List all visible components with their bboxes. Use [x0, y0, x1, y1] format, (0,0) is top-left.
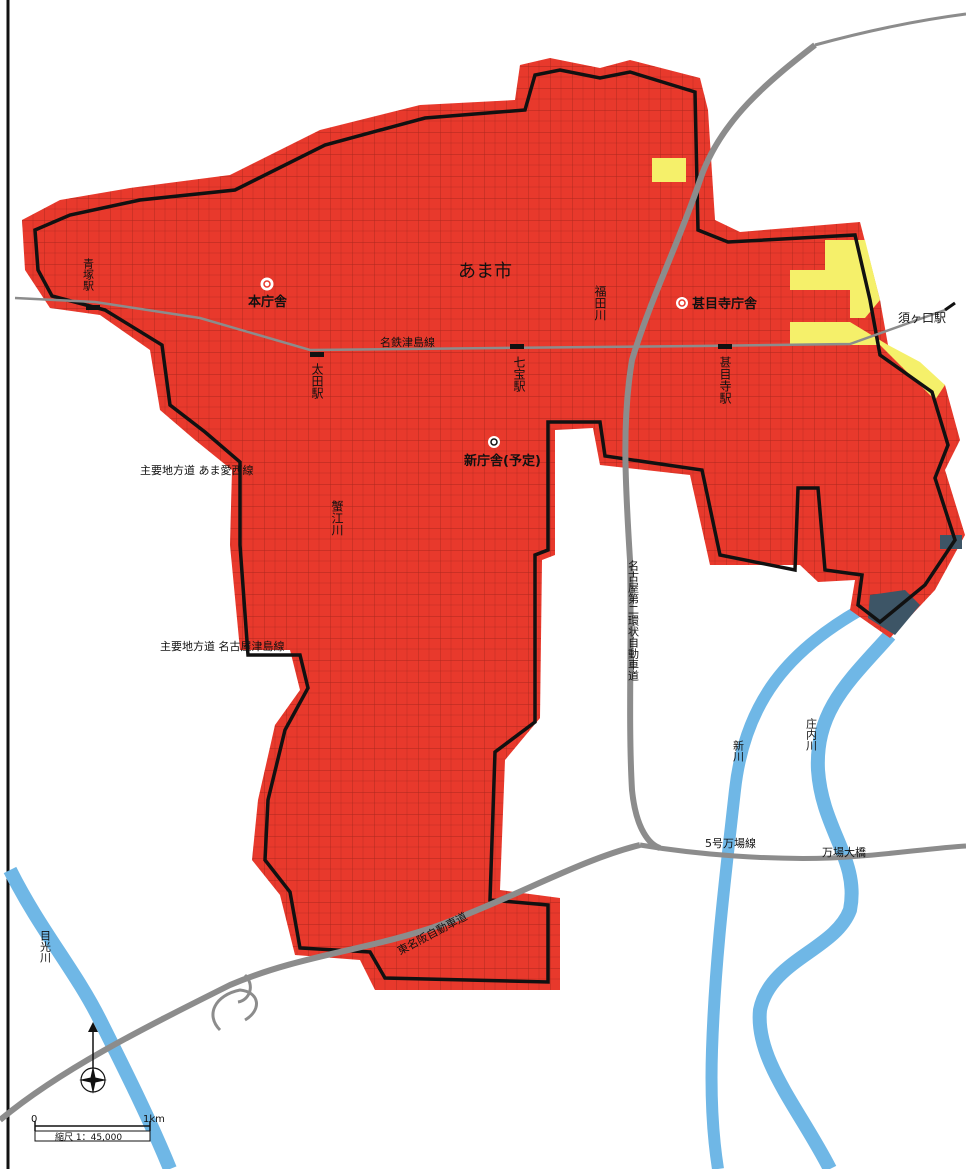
low-risk-zone	[790, 240, 880, 318]
scale-ratio-label: 縮尺 1：45,000	[55, 1131, 122, 1143]
shippo-station-label: 七宝駅	[512, 356, 526, 393]
fukuda-river-label: 福田川	[593, 284, 607, 321]
low-risk-zone	[652, 158, 686, 182]
jimokuji-office-label: 甚目寺庁舎	[692, 296, 758, 312]
rail-line-label: 名鉄津島線	[380, 335, 435, 349]
expressway-shape	[0, 842, 641, 1123]
ring-expressway-shape	[622, 42, 817, 851]
rail-line-shape	[14, 296, 946, 352]
city-label: あま市	[458, 261, 512, 282]
jimokuji-station-label: 甚目寺駅	[718, 356, 732, 405]
low-risk-zone	[790, 322, 945, 400]
shin-river-shape	[705, 604, 863, 1169]
map-labels: あま市 本庁舎 甚目寺庁舎 新庁舎(予定) 名鉄津島線 青塚駅 太田駅 七宝駅 …	[39, 258, 947, 963]
nikko-river-label: 目光川	[39, 930, 52, 963]
station-marker-ota	[310, 352, 324, 357]
aotsuka-station-label: 青塚駅	[82, 258, 95, 292]
north-arrow-icon	[79, 1022, 107, 1094]
high-risk-zone	[940, 535, 962, 549]
scale-start-label: 0	[31, 1114, 37, 1125]
shonai-river-shape	[752, 630, 896, 1169]
station-marker-aotsuka	[86, 305, 100, 310]
office-markers	[260, 277, 688, 448]
sukaguchi-station-label: 須ヶ口駅	[898, 311, 946, 325]
scale-bar: 0 1km 縮尺 1：45,000	[31, 1114, 165, 1143]
city-boundary	[33, 68, 957, 984]
scale-end-label: 1km	[143, 1114, 165, 1125]
ota-station-label: 太田駅	[310, 362, 324, 400]
manba-line-shape	[639, 842, 966, 861]
shin-river-label: 新川	[732, 739, 745, 762]
ring-expressway-label: 名古屋第二環状自動車道	[627, 559, 640, 681]
manba-bridge-label: 万場大橋	[822, 845, 866, 859]
station-marker-jimokuji	[718, 344, 732, 349]
main-office-icon	[260, 277, 274, 291]
main-office-label: 本庁舎	[248, 294, 288, 310]
manba-line-label: 5号万場線	[705, 836, 756, 850]
nagoya-tsushima-road-label: 主要地方道 名古屋津島線	[160, 639, 285, 653]
shonai-river-label: 庄内川	[805, 717, 818, 751]
ama-aisai-road-label: 主要地方道 あま愛西線	[140, 463, 254, 477]
new-office-icon	[488, 436, 500, 448]
new-office-label: 新庁舎(予定)	[464, 453, 541, 469]
roads	[0, 12, 966, 1123]
jimokuji-office-icon	[676, 297, 688, 309]
station-markers	[86, 305, 732, 357]
interchange-shape	[211, 988, 258, 1032]
station-marker-shippo	[510, 344, 524, 349]
kanie-river-label: 蟹江川	[330, 499, 344, 536]
